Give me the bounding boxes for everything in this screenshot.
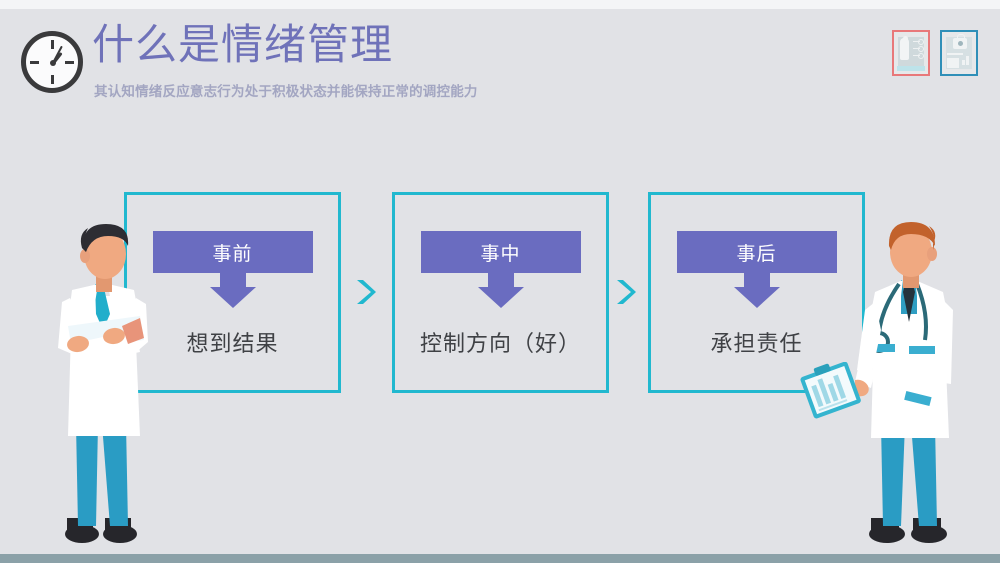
flow-step-3[interactable]: 事后 承担责任 <box>648 192 865 393</box>
flow-step-1-description: 想到结果 <box>186 331 279 356</box>
chevron-right-icon <box>355 278 377 306</box>
chevron-right-icon <box>615 278 637 306</box>
flow-step-1-label: 事前 <box>152 231 313 273</box>
flow-step-2-description: 控制方向（好） <box>419 331 581 356</box>
flow-step-2[interactable]: 事中 控制方向（好） <box>392 192 609 393</box>
doctor-arms-crossed <box>48 218 168 546</box>
flow-step-3-description: 承担责任 <box>710 331 803 356</box>
clipboard-chart <box>800 361 862 420</box>
medical-body-chart-icon <box>892 30 930 76</box>
flow-step-2-label: 事中 <box>420 231 581 273</box>
floor-strip <box>0 554 1000 563</box>
page-title: 什么是情绪管理 <box>92 21 394 68</box>
page-subtitle: 其认知情绪反应意志行为处于积极状态并能保持正常的调控能力 <box>94 84 478 99</box>
doctor-with-clipboard <box>849 218 985 546</box>
medical-bag-report-icon <box>940 30 978 76</box>
clock-icon <box>21 31 83 93</box>
flow-step-3-label: 事后 <box>676 231 837 273</box>
corner-icon-group <box>892 30 978 76</box>
top-edge-strip <box>0 0 1000 9</box>
